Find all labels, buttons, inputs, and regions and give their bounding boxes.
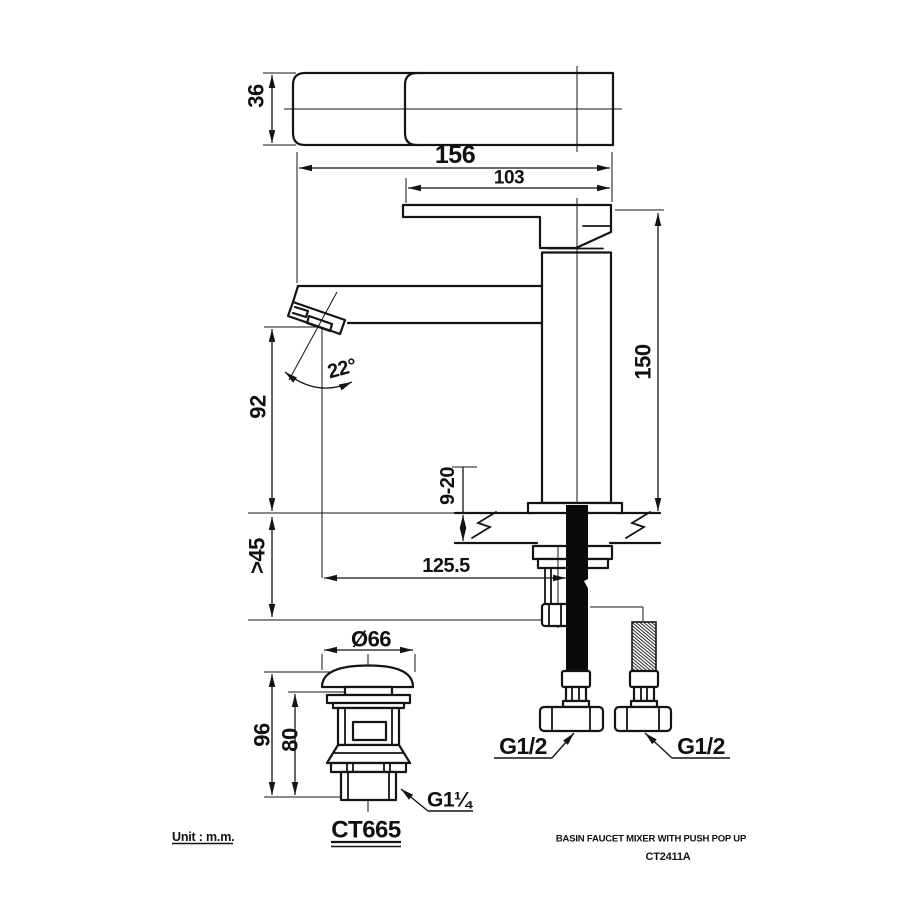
dimension-cap-diameter: Ø66 xyxy=(321,627,416,672)
supply-hose-left-black xyxy=(566,505,588,671)
dimension-drain-total-height: 96 xyxy=(250,671,340,798)
dim-deck-thickness-label: 9-20 xyxy=(437,467,459,505)
supply-thread-left-label: G1/2 xyxy=(499,733,547,759)
drain-gasket xyxy=(329,761,408,774)
product-title: BASIN FAUCET MIXER WITH PUSH POP UP xyxy=(556,834,747,845)
product-code: CT2411A xyxy=(645,851,690,863)
drain-flange xyxy=(325,743,412,765)
counter-deck xyxy=(248,511,662,545)
popup-drain xyxy=(320,654,415,812)
footer: Unit : m.m. BASIN FAUCET MIXER WITH PUSH… xyxy=(172,830,747,863)
dim-cap-diameter-label: Ø66 xyxy=(351,627,391,652)
drain-thread-label: G1¼ xyxy=(400,788,473,812)
top-view-handle xyxy=(284,66,622,152)
dimension-drain-body-height: 80 xyxy=(278,691,344,795)
dimension-overall-length: 156 xyxy=(296,141,613,283)
dimension-handle-length: 103 xyxy=(405,168,610,203)
braided-hose xyxy=(631,621,657,672)
unit-note: Unit : m.m. xyxy=(172,830,234,844)
side-view-faucet xyxy=(286,198,613,578)
supply-hose-left xyxy=(538,669,605,733)
dim-outlet-height-label: 92 xyxy=(246,395,271,419)
dim-outlet-angle-label: 22° xyxy=(325,355,359,384)
drain-thread-size-label: G1¼ xyxy=(427,789,473,812)
dim-handle-length-label: 103 xyxy=(494,168,524,189)
hex-connector-left xyxy=(538,705,605,733)
dimension-deck-thickness: 9-20 xyxy=(437,466,477,541)
dimension-body-height: 150 xyxy=(615,209,664,511)
overflow-window xyxy=(351,720,388,742)
dim-outlet-reach-label: 125.5 xyxy=(422,555,470,577)
drain-code-text: CT665 xyxy=(331,817,401,844)
drain-cap xyxy=(320,664,415,689)
shank-hex-nut xyxy=(540,602,572,628)
break-symbol-right xyxy=(625,511,651,539)
dimension-outlet-reach: 125.5 xyxy=(324,555,566,582)
break-symbol-left xyxy=(471,511,497,539)
supply-thread-right-label: G1/2 xyxy=(677,733,725,759)
dimension-handle-depth: 36 xyxy=(244,72,296,146)
supply-thread-label-left: G1/2 xyxy=(494,732,575,759)
dimension-under-clearance: >45 xyxy=(245,517,542,621)
supply-hose-right xyxy=(613,621,673,733)
dimension-outlet-height: 92 xyxy=(246,326,322,511)
supply-thread-label-right: G1/2 xyxy=(644,732,730,759)
dim-drain-total-label: 96 xyxy=(250,723,275,747)
dim-overall-length-label: 156 xyxy=(435,141,475,169)
drain-code-label: CT665 xyxy=(331,817,401,848)
hex-connector-right xyxy=(613,705,673,733)
drain-thread-tail xyxy=(339,770,398,802)
hose-highlight xyxy=(584,578,590,592)
mounting-hardware xyxy=(526,501,644,671)
dim-handle-depth-label: 36 xyxy=(244,84,269,108)
dim-body-height-label: 150 xyxy=(631,344,656,379)
dim-drain-body-label: 80 xyxy=(278,728,303,752)
dim-under-clearance-label: >45 xyxy=(245,538,270,574)
